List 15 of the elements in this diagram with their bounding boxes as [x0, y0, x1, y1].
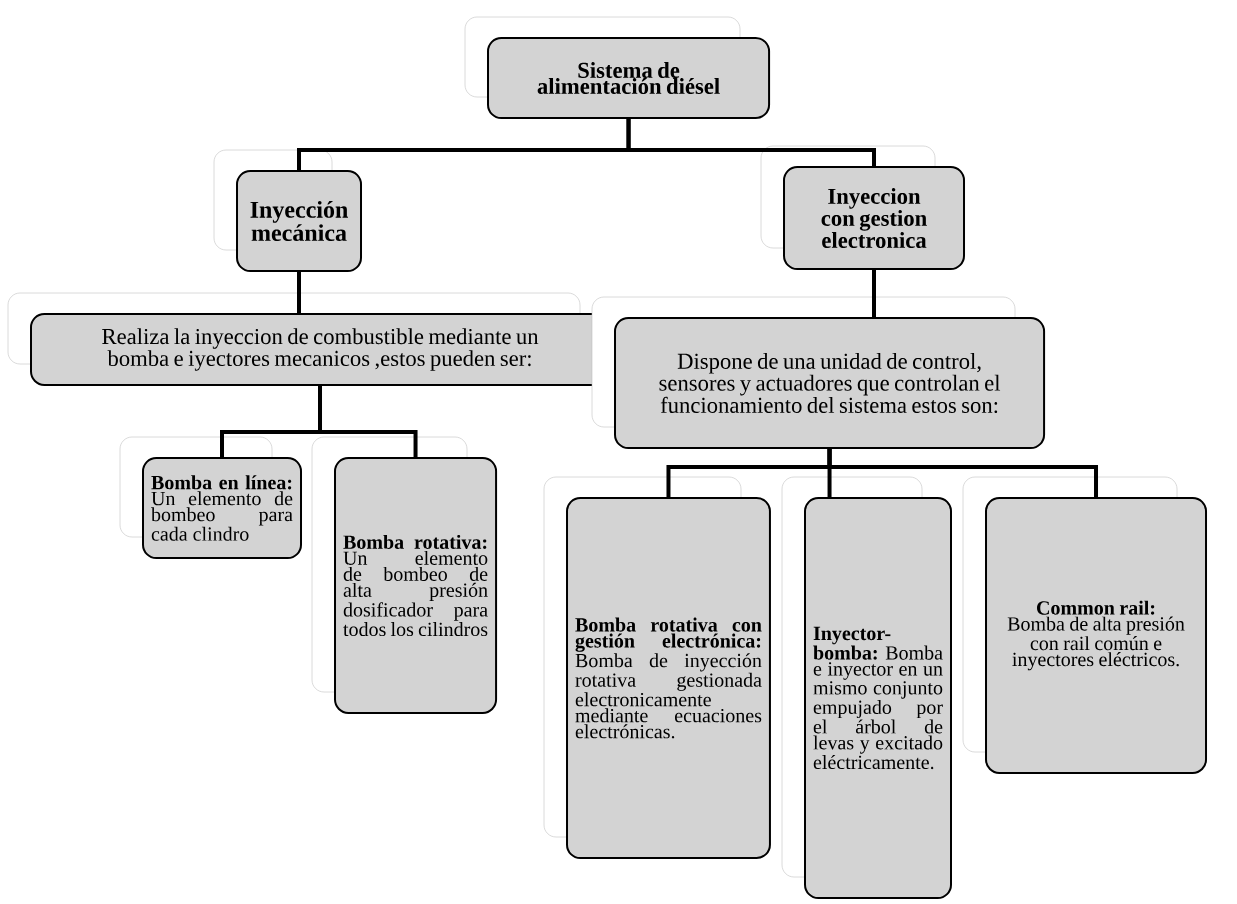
- process-box: Dispone de una unidad de control, sensores y actuadores que controlan el funcionamiento del sistema estos son:: [591, 296, 1046, 449]
- process-box: Sistema de alimentación diésel: [464, 16, 771, 119]
- process-box: Inyección mecánica: [213, 149, 362, 272]
- connector: [318, 385, 418, 457]
- connector: [872, 270, 876, 317]
- process-box: Inyector-bomba: Bomba e inyector en un mismo conjunto empujado por el árbol de levas y excitado eléctricamente.: [781, 476, 952, 899]
- connector: [626, 119, 876, 166]
- connector: [827, 449, 1098, 497]
- process-box: Bomba rotativa: Un elemento de bombeo de alta presión dosificador para todos los cilindros: [311, 436, 498, 714]
- process-box: Bomba en línea: Un elemento de bombeo para cada clindro: [119, 436, 302, 559]
- process-box: Realiza la inyeccion de combustible mediante un bomba e iyectores mecanicos ,estos pueden ser:: [7, 292, 610, 386]
- process-box: Common rail: Bomba de alta presión con rail común e inyectores eléctricos.: [962, 476, 1207, 774]
- process-box: Bomba rotativa con gestión electrónica: Bomba de inyección rotativa gestionada electronicamente mediante ecuaciones electrónicas.: [543, 476, 771, 859]
- process-box: Inyeccion con gestion electronica: [760, 145, 965, 270]
- connector: [297, 272, 301, 313]
